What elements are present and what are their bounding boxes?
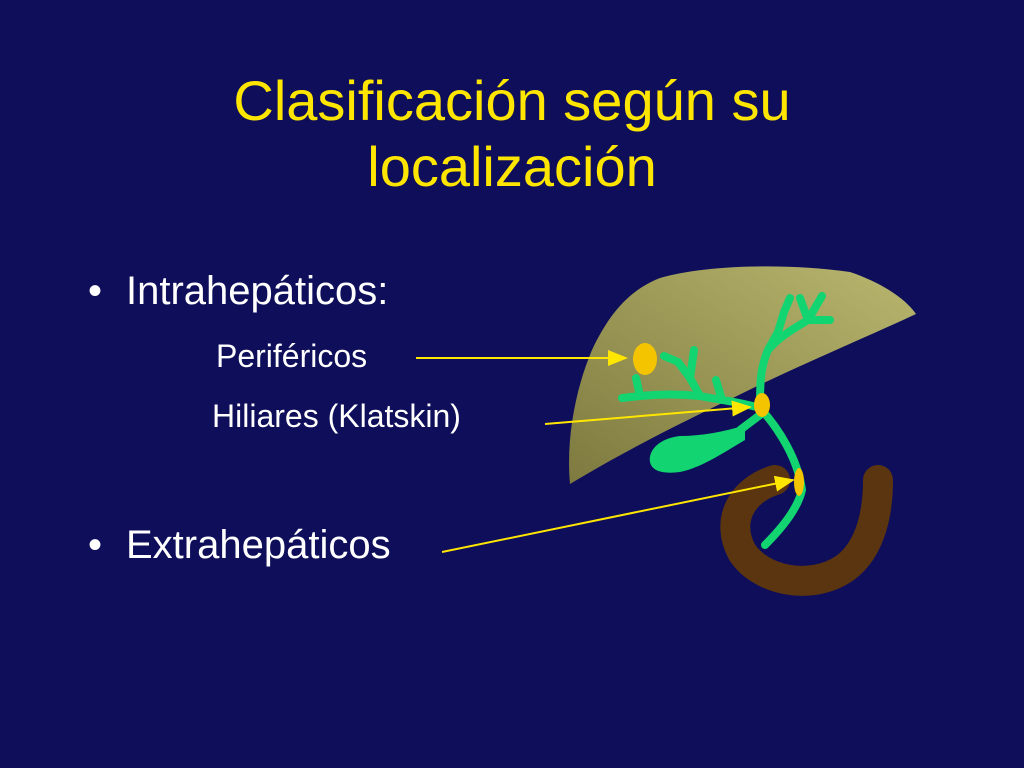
- label-hiliares: Hiliares (Klatskin): [212, 398, 461, 434]
- gallbladder-shape: [649, 425, 745, 473]
- slide-title: Clasificación según su localización: [0, 68, 1024, 200]
- bullet-dot: •: [88, 523, 103, 567]
- title-line-2: localización: [367, 135, 657, 198]
- duodenum-shape: [720, 465, 893, 596]
- peripheral-tumor: [633, 343, 657, 375]
- pointer-hiliares: [544, 400, 752, 425]
- bullet-extrahepaticos: • Extrahepáticos: [88, 522, 391, 568]
- hilar-tumor: [754, 393, 770, 417]
- bullet-extrahepaticos-label: Extrahepáticos: [126, 523, 391, 567]
- extrahepatic-tumor: [794, 468, 804, 496]
- title-line-1: Clasificación según su: [233, 69, 791, 132]
- bullet-intrahepaticos-label: Intrahepáticos:: [126, 269, 389, 313]
- label-perifericos: Periféricos: [216, 338, 368, 374]
- bullet-intrahepaticos: • Intrahepáticos:: [88, 268, 388, 314]
- liver-shape: [569, 266, 916, 484]
- bullet-dot: •: [88, 269, 103, 313]
- pointer-extrahepaticos: [441, 475, 795, 553]
